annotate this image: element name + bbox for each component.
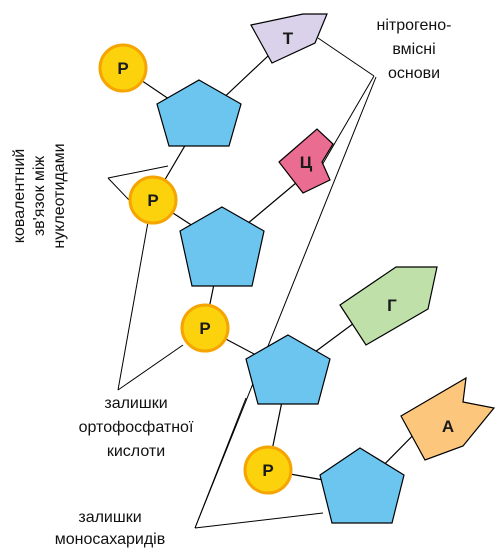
sugar-pentagon-2 bbox=[179, 206, 265, 287]
base-label-g: Г bbox=[387, 296, 397, 315]
base-guanine: Г bbox=[339, 266, 438, 346]
base-label-a: А bbox=[442, 417, 454, 436]
label-nitrogenous-bases: нітрогено- вмісні основи bbox=[377, 17, 452, 82]
label-line: моносахаридів bbox=[55, 531, 165, 548]
phosphate-4: Р bbox=[243, 445, 293, 495]
label-line: нітрогено- bbox=[377, 17, 452, 34]
phosphate-2: Р bbox=[128, 175, 178, 225]
label-line: кислоти bbox=[107, 443, 165, 460]
base-label-c: Ц bbox=[300, 153, 313, 172]
sugar-pentagon-1 bbox=[156, 79, 242, 147]
sugar-pentagon-3 bbox=[245, 334, 331, 405]
phosphate-label: Р bbox=[262, 461, 273, 480]
phosphate-3: Р bbox=[180, 303, 230, 353]
label-line: основи bbox=[388, 65, 440, 82]
phosphate-label: Р bbox=[147, 191, 158, 210]
sugar-pentagon-4 bbox=[319, 447, 405, 524]
phosphate-label: Р bbox=[199, 319, 210, 338]
base-adenine: А bbox=[400, 376, 496, 461]
label-line: вмісні bbox=[392, 41, 435, 58]
label-line: залишки bbox=[78, 509, 141, 526]
base-thymine: Т bbox=[250, 13, 328, 64]
label-line: ортофосфатної bbox=[79, 419, 194, 436]
label-line: нуклеотидами bbox=[51, 143, 68, 248]
label-covalent-bond: ковалентний зв'язок між нуклеотидами bbox=[11, 143, 68, 248]
annotation-lines bbox=[107, 37, 377, 529]
phosphate-label: Р bbox=[117, 59, 128, 78]
sugar-pentagons bbox=[156, 79, 405, 524]
label-line: ковалентний bbox=[11, 149, 28, 243]
phosphate-1: Р bbox=[98, 43, 148, 93]
label-line: залишки bbox=[104, 395, 167, 412]
label-phosphoric-acid: залишки ортофосфатної кислоти bbox=[79, 395, 194, 460]
base-label-t: Т bbox=[283, 29, 294, 48]
label-monosaccharides: залишки моносахаридів bbox=[55, 509, 165, 548]
base-cytosine: Ц bbox=[278, 128, 334, 194]
label-line: зв'язок між bbox=[31, 156, 48, 237]
